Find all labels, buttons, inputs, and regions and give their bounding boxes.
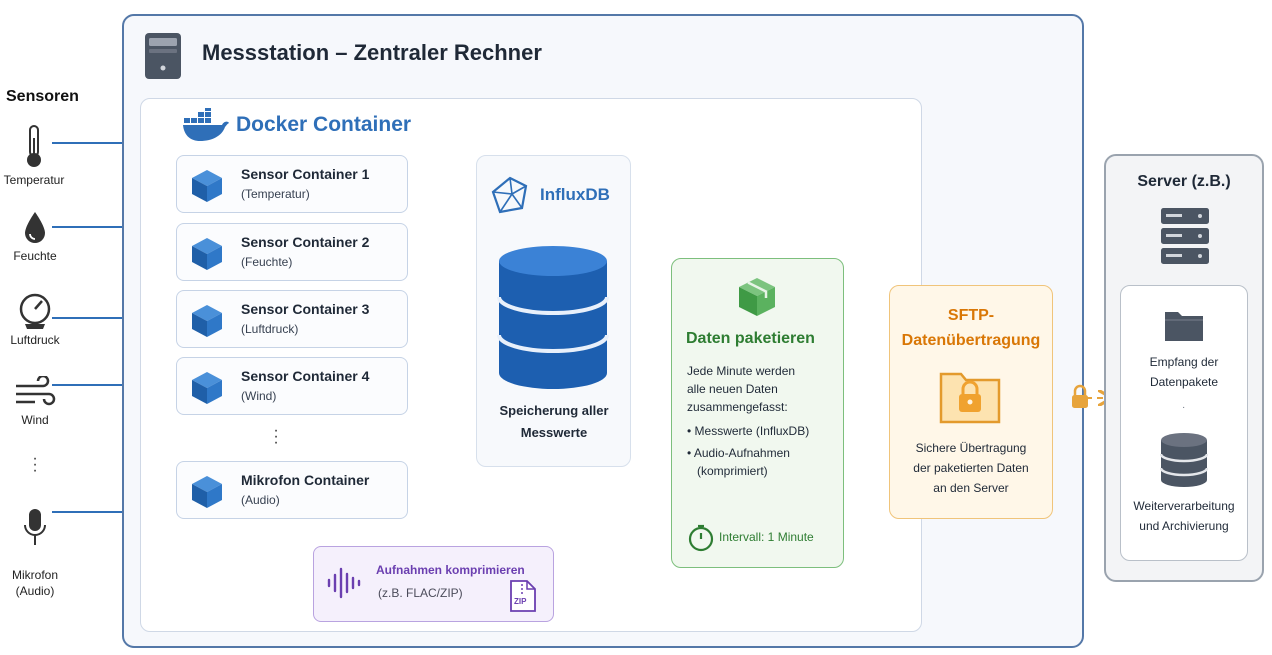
container-sub: (Wind)	[241, 389, 277, 403]
container-sub: (Feuchte)	[241, 255, 293, 269]
audio-compression-sub: (z.B. FLAC/ZIP)	[378, 586, 463, 600]
sensor-pressure: Luftdruck	[0, 292, 74, 348]
wind-icon	[16, 376, 56, 406]
sensor-humidity: Feuchte	[0, 210, 74, 264]
sensor-label: Feuchte	[13, 249, 57, 263]
packaging-interval: Intervall: 1 Minute	[719, 530, 814, 544]
cube-icon	[192, 305, 222, 337]
influxdb-caption: Speicherung aller Messwerte	[480, 400, 628, 444]
waveform-icon	[326, 566, 366, 605]
sensor-container-1: Sensor Container 1 (Temperatur)	[176, 155, 408, 213]
station-title: Messstation – Zentraler Rechner	[202, 40, 542, 65]
packaging-description: Jede Minute werden alle neuen Daten zusa…	[687, 362, 839, 480]
container-name: Sensor Container 4	[241, 368, 370, 384]
influxdb-caption-line1: Speicherung aller	[499, 403, 609, 418]
sensor-container-2: Sensor Container 2 (Feuchte)	[176, 223, 408, 281]
database-icon	[497, 245, 609, 395]
server-receive-line: Empfang der	[1149, 355, 1219, 369]
influxdb-caption-line2: Messwerte	[520, 425, 588, 440]
sftp-title: SFTP- Datenübertragung	[892, 303, 1050, 353]
padlock-icon	[1070, 383, 1090, 414]
more-sensors-dots: ···	[32, 450, 38, 479]
sensor-temperature: Temperatur	[0, 124, 73, 188]
cube-icon	[192, 238, 222, 270]
packaging-bullet: • Messwerte (InfluxDB)	[687, 424, 810, 438]
cube-icon	[192, 372, 222, 404]
droplet-icon	[25, 212, 45, 243]
server-receive-text: Empfang der Datenpakete	[1120, 352, 1248, 392]
docker-title: Docker Container	[236, 113, 412, 136]
container-sub: (Audio)	[241, 493, 280, 507]
container-name: Mikrofon Container	[241, 472, 370, 488]
packaging-bullet-cont: (komprimiert)	[697, 464, 768, 478]
sftp-title-line2: Datenübertragung	[901, 332, 1041, 349]
timer-icon	[688, 524, 714, 557]
folder-lock-icon	[939, 366, 1001, 429]
sftp-title-line1: SFTP-	[947, 307, 995, 324]
packaging-bullet: • Audio-Aufnahmen	[687, 446, 790, 460]
gauge-icon	[19, 293, 51, 329]
container-sub: (Luftdruck)	[241, 322, 299, 336]
sensor-container-4: Sensor Container 4 (Wind)	[176, 357, 408, 415]
sensor-microphone: Mikrofon (Audio)	[0, 491, 74, 599]
package-box-icon	[737, 276, 777, 323]
cube-icon	[192, 170, 222, 202]
zip-label: ZIP	[514, 597, 527, 606]
sensor-label: Wind	[21, 413, 49, 427]
influxdb-logo-icon	[490, 176, 530, 219]
server-process-line: Weiterverarbeitung	[1133, 499, 1235, 513]
packaging-title: Daten paketieren	[686, 330, 815, 347]
thermometer-icon	[27, 125, 41, 167]
server-receive-line: Datenpakete	[1149, 375, 1219, 389]
computer-icon	[144, 32, 182, 85]
sensor-label: Luftdruck	[10, 333, 60, 347]
cube-icon	[192, 476, 222, 508]
zip-file-icon: ZIP	[510, 580, 536, 612]
container-name: Sensor Container 2	[241, 234, 370, 250]
sensors-title: Sensoren	[6, 88, 79, 105]
microphone-icon	[24, 509, 46, 545]
container-name: Sensor Container 3	[241, 301, 370, 317]
sensor-wind: Wind	[0, 376, 74, 428]
separator-dot: ·	[1182, 402, 1186, 413]
influxdb-title: InfluxDB	[540, 185, 610, 204]
database-icon	[1159, 432, 1209, 493]
sftp-line: der paketierten Daten	[913, 461, 1029, 475]
server-rack-icon	[1160, 207, 1210, 270]
packaging-line: zusammengefasst:	[687, 400, 788, 414]
container-name: Sensor Container 1	[241, 166, 370, 182]
container-sub: (Temperatur)	[241, 187, 310, 201]
server-title: Server (z.B.)	[1137, 173, 1231, 190]
more-containers-dots: ···	[273, 422, 279, 451]
sensor-container-3: Sensor Container 3 (Luftdruck)	[176, 290, 408, 348]
folder-icon	[1164, 308, 1204, 347]
microphone-container: Mikrofon Container (Audio)	[176, 461, 408, 519]
sensor-label: Mikrofon (Audio)	[11, 568, 58, 598]
sftp-line: an den Server	[933, 481, 1009, 495]
audio-compression-title: Aufnahmen komprimieren	[376, 563, 525, 577]
server-process-line: und Archivierung	[1139, 519, 1229, 533]
sftp-line: Sichere Übertragung	[915, 441, 1027, 455]
docker-whale-icon	[182, 106, 230, 147]
packaging-line: alle neuen Daten	[687, 382, 778, 396]
sftp-description: Sichere Übertragung der paketierten Date…	[893, 438, 1049, 498]
packaging-line: Jede Minute werden	[687, 364, 796, 378]
server-process-text: Weiterverarbeitung und Archivierung	[1120, 496, 1248, 536]
sensor-label: Temperatur	[3, 173, 65, 187]
